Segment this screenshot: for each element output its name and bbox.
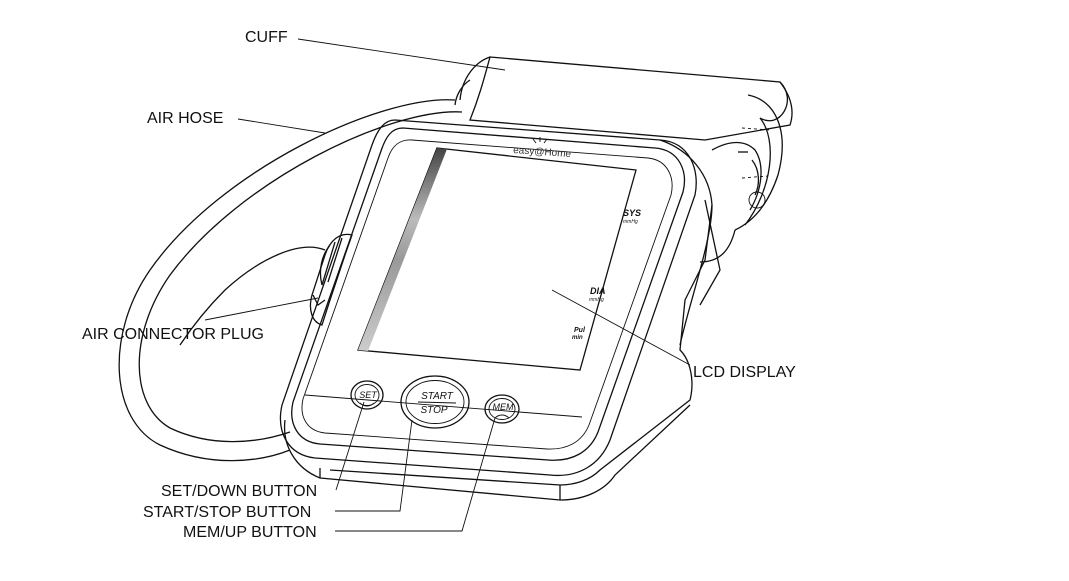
- air-hose: [118, 99, 463, 462]
- brand-sun-icon: [532, 137, 548, 144]
- sys-unit: mmHg: [623, 219, 638, 225]
- monitor-body: [279, 119, 721, 501]
- stop-button-label: STOP: [420, 405, 447, 416]
- label-air-hose: AIR HOSE: [147, 110, 223, 127]
- brand-logo-text: easy@Home: [513, 145, 572, 160]
- set-button-label: SET: [359, 390, 378, 400]
- callout-lines: [204, 38, 691, 532]
- label-mem-up-button: MEM/UP BUTTON: [183, 524, 317, 541]
- mem-button-label: MEM: [493, 402, 515, 412]
- chevron-up-icon: [494, 414, 510, 419]
- label-start-stop-button: START/STOP BUTTON: [143, 504, 311, 521]
- label-set-down-button: SET/DOWN BUTTON: [161, 483, 317, 500]
- label-lcd-display: LCD DISPLAY: [693, 364, 796, 381]
- pul-indicator: Pul: [574, 327, 586, 334]
- start-button-label: START: [421, 391, 454, 402]
- start-stop-button[interactable]: START STOP: [400, 375, 470, 429]
- chevron-down-icon: [359, 402, 375, 407]
- lcd-display: [357, 147, 637, 371]
- cuff: [454, 56, 793, 263]
- label-air-connector-plug: AIR CONNECTOR PLUG: [82, 326, 264, 343]
- sys-indicator: SYS: [623, 208, 641, 218]
- pul-unit: min: [572, 335, 583, 341]
- dia-indicator: DIA: [590, 286, 606, 296]
- set-down-button[interactable]: SET: [350, 380, 384, 410]
- label-cuff: CUFF: [245, 29, 288, 46]
- mem-up-button[interactable]: MEM: [484, 394, 520, 424]
- dia-unit: mmHg: [589, 297, 604, 303]
